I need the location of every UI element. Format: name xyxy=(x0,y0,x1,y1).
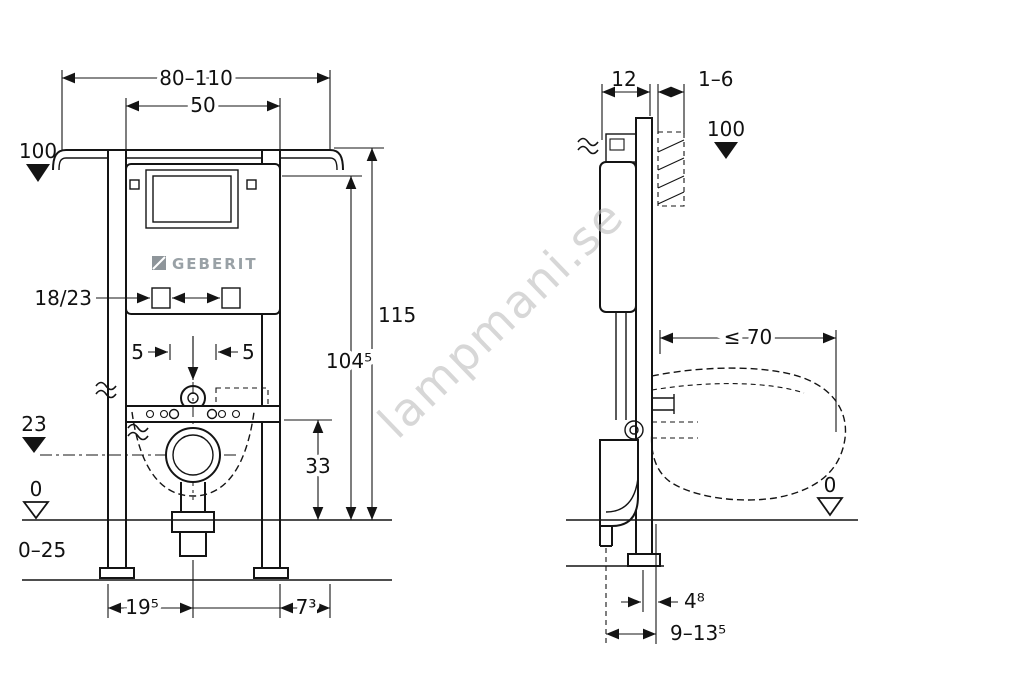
supply-and-crossbar xyxy=(125,385,281,423)
level-label-0-side: 0 xyxy=(824,473,837,497)
dim-label-outlet-offset-left: 19⁵ xyxy=(125,595,158,619)
level-label-100-front: 100 xyxy=(19,139,57,163)
level-label-0-front: 0 xyxy=(30,477,43,501)
dim-bowl-depth: ≤ 70 xyxy=(659,321,837,432)
dim-outlet-height: 33 xyxy=(284,419,335,520)
finished-wall-strip xyxy=(657,131,685,207)
cistern-side xyxy=(599,133,644,440)
floor-lines-front xyxy=(22,519,392,581)
dim-label-frame-height: 104⁵ xyxy=(326,349,372,373)
dim-label-total-height: 115 xyxy=(378,303,416,327)
dim-frame-height: 104⁵ xyxy=(282,175,376,520)
level-marker-100-front: 100 xyxy=(19,139,57,182)
dim-label-offset-right: 5 xyxy=(242,340,255,364)
brand-logo-text: GEBERIT xyxy=(172,255,258,273)
dim-wall-thickness: 1–6 xyxy=(657,67,733,134)
toilet-bowl-outline xyxy=(650,367,847,501)
side-view: 12 1–6 100 ≤ 70 0 xyxy=(566,67,858,645)
dim-label-flush-bend: 18/23 xyxy=(34,286,92,310)
dim-label-frame-depth: 12 xyxy=(611,67,636,91)
dim-frame-depth: 12 xyxy=(601,67,651,140)
dim-width-range: 80–110 xyxy=(61,62,331,150)
dim-bottom-side: 4⁸ 9–13⁵ xyxy=(606,524,726,645)
level-marker-100-side: 100 xyxy=(707,117,745,159)
dim-total-height: 115 xyxy=(334,147,416,520)
center-offset-dims: 5 5 xyxy=(131,336,255,380)
level-marker-23: 23 xyxy=(21,412,47,453)
dim-label-bracket-offset-right: 7³ xyxy=(296,595,317,619)
level-label-100-side: 100 xyxy=(707,117,745,141)
front-view: GEBERIT 18/23 5 5 xyxy=(18,62,416,623)
drain-elbow-side xyxy=(599,439,639,644)
dim-label-foot-adjustment: 0–25 xyxy=(18,538,66,562)
dim-label-outlet-wall-offset: 4⁸ xyxy=(684,589,705,613)
dim-label-outlet-distance-range: 9–13⁵ xyxy=(670,621,726,645)
floor-lines-side xyxy=(566,519,858,567)
water-inlet-symbol xyxy=(95,381,149,441)
level-label-23: 23 xyxy=(21,412,46,436)
dim-bottom-front: 19⁵ 7³ xyxy=(107,560,331,623)
level-marker-0-side: 0 xyxy=(816,473,844,517)
cistern-front xyxy=(125,163,281,315)
flush-bend-detail: 18/23 xyxy=(34,286,241,310)
brand-logo: GEBERIT xyxy=(152,255,258,273)
drain-pipe-front xyxy=(171,482,215,557)
frame-rail-side xyxy=(627,117,661,567)
dim-frame-width: 50 xyxy=(125,89,281,162)
dim-label-outlet-height: 33 xyxy=(305,454,330,478)
level-marker-0-front: 0 xyxy=(22,477,50,520)
dim-label-offset-left: 5 xyxy=(131,340,144,364)
outlet-flange xyxy=(40,382,255,500)
dim-label-frame-width: 50 xyxy=(190,93,215,117)
dim-label-bowl-depth: ≤ 70 xyxy=(724,325,773,349)
dim-label-wall-thickness: 1–6 xyxy=(698,67,733,91)
dim-label-width-range: 80–110 xyxy=(159,66,233,90)
water-inlet-symbol-side xyxy=(577,137,599,155)
